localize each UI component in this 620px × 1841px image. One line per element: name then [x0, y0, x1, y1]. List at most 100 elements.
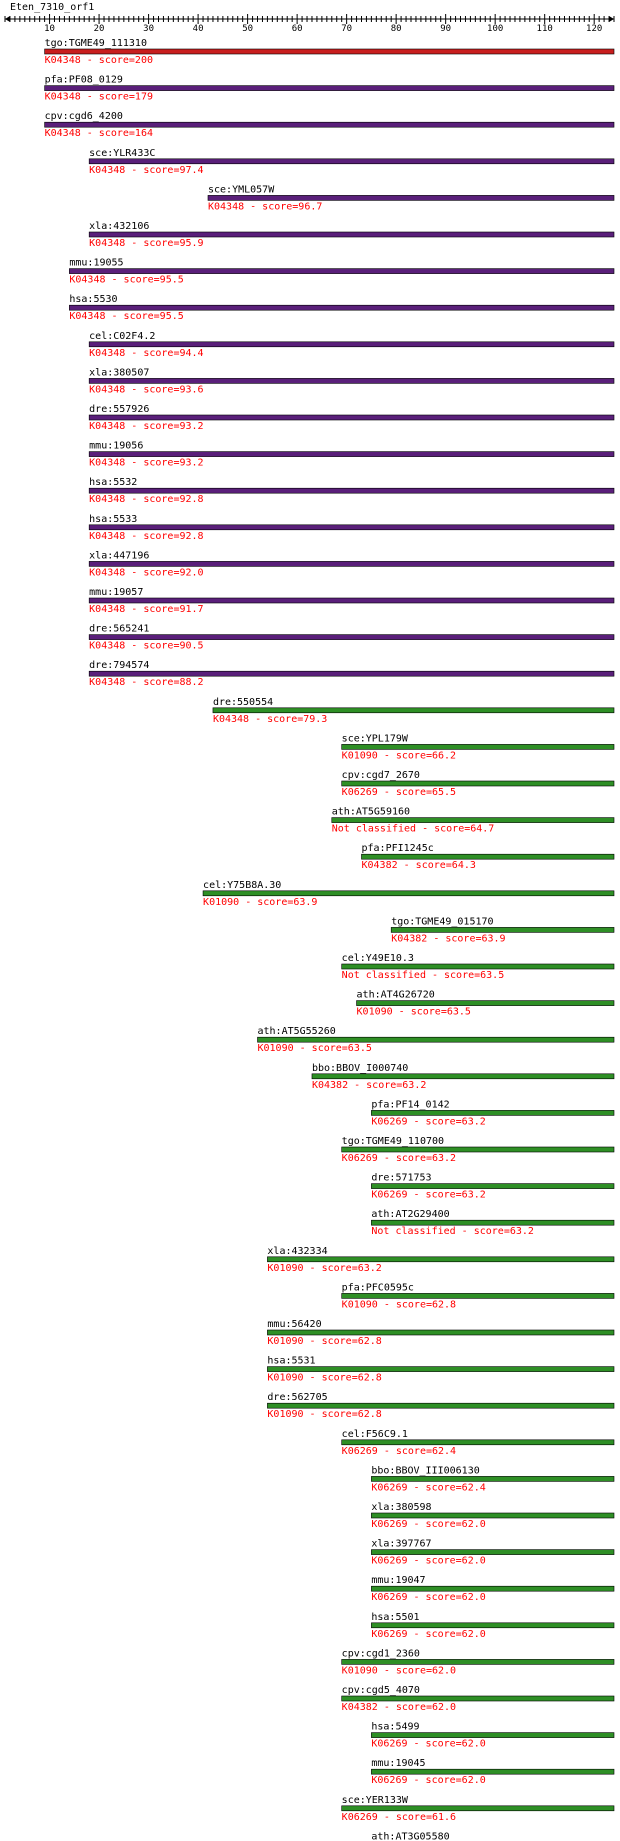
hit-name: xla:432334: [267, 1246, 327, 1257]
hit-name: dre:562705: [267, 1392, 327, 1403]
hit-name: pfa:PF14_0142: [371, 1099, 449, 1110]
hit-bar: [267, 1366, 615, 1372]
hit-annotation: K04348 - score=94.4: [89, 348, 203, 359]
hit-annotation: K01090 - score=63.2: [267, 1263, 381, 1274]
axis-tick-label: 110: [537, 24, 553, 34]
hit-annotation: K04382 - score=64.3: [361, 860, 475, 871]
axis-tick-label: 100: [487, 24, 503, 34]
hit-name: mmu:19056: [89, 441, 143, 452]
hit-bar: [371, 1512, 615, 1519]
hit-bar: [88, 670, 615, 677]
hit-bar: [88, 487, 615, 494]
hit-name: cpv:cgd6_4200: [45, 111, 123, 122]
hit-annotation: K01090 - score=66.2: [342, 750, 456, 761]
hit-annotation: K06269 - score=65.5: [342, 787, 456, 798]
hit-bar: [341, 1293, 615, 1299]
hit-bar: [257, 1036, 615, 1043]
hit-annotation: K06269 - score=62.4: [371, 1482, 485, 1493]
hit-bar: [88, 158, 615, 165]
hit-name: cel:F56C9.1: [342, 1429, 408, 1440]
hit-annotation: K01090 - score=62.8: [267, 1373, 381, 1384]
hit-name: xla:397767: [371, 1539, 431, 1550]
axis-tick-label: 20: [94, 24, 105, 34]
hit-bar: [202, 890, 615, 897]
hit-name: hsa:5501: [371, 1612, 419, 1623]
hit-bar: [267, 1402, 615, 1409]
hit-annotation: K04348 - score=79.3: [213, 714, 327, 725]
hit-name: tgo:TGME49_015170: [391, 916, 493, 927]
hit-name: mmu:19045: [371, 1758, 425, 1769]
hit-annotation: K04348 - score=164: [45, 128, 153, 139]
hit-annotation: K06269 - score=62.0: [371, 1519, 485, 1530]
hit-bar: [341, 1659, 615, 1665]
axis-tick-label: 60: [292, 24, 303, 34]
hit-bar: [371, 1585, 615, 1592]
query-title: Eten_7310_orf1: [10, 2, 94, 13]
hit-name: pfa:PF08_0129: [45, 75, 123, 86]
hit-annotation: K04348 - score=92.8: [89, 531, 203, 542]
hit-bar: [341, 780, 615, 787]
hit-bar: [88, 451, 615, 457]
hit-bar: [207, 195, 615, 201]
hit-bar: [361, 853, 615, 860]
axis-tick-label: 50: [242, 24, 253, 34]
hit-bar: [371, 1476, 615, 1482]
hit-annotation: K04348 - score=91.7: [89, 604, 203, 615]
hit-bar: [44, 48, 615, 55]
hit-annotation: K04348 - score=95.5: [69, 311, 183, 322]
hit-bar: [341, 1439, 615, 1446]
hit-annotation: K04348 - score=96.7: [208, 201, 322, 212]
hit-bar: [311, 1073, 615, 1080]
hit-name: hsa:5530: [69, 294, 117, 305]
hit-annotation: K04348 - score=179: [45, 92, 153, 103]
hit-name: ath:AT3G05580: [371, 1831, 449, 1841]
hit-annotation: K04348 - score=97.4: [89, 165, 203, 176]
hit-name: bbo:BBOV_I000740: [312, 1063, 408, 1074]
hit-name: cpv:cgd5_4070: [342, 1685, 420, 1696]
hit-name: hsa:5531: [267, 1356, 315, 1367]
hit-bar: [69, 268, 615, 274]
hit-annotation: K04348 - score=88.2: [89, 677, 203, 688]
hit-bar: [371, 1768, 615, 1775]
hit-annotation: K06269 - score=63.2: [342, 1153, 456, 1164]
axis-tick-label: 30: [143, 24, 154, 34]
hit-annotation: K04348 - score=95.9: [89, 238, 203, 249]
hit-annotation: K01090 - score=62.8: [342, 1299, 456, 1310]
hit-bar: [331, 817, 615, 823]
hit-annotation: K04382 - score=62.0: [342, 1702, 456, 1713]
hit-name: dre:550554: [213, 697, 273, 708]
hit-bar: [341, 1146, 615, 1153]
hit-name: mmu:19047: [371, 1575, 425, 1586]
hit-name: dre:557926: [89, 404, 149, 415]
hit-annotation: K06269 - score=62.0: [371, 1775, 485, 1786]
axis-arrow-right-icon: [609, 16, 614, 22]
hit-bar: [341, 1695, 615, 1702]
hit-bar: [88, 634, 615, 640]
hit-name: mmu:19055: [69, 258, 123, 269]
hit-name: cel:C02F4.2: [89, 331, 155, 342]
hit-name: sce:YER133W: [342, 1795, 409, 1806]
hit-annotation: K04348 - score=92.8: [89, 494, 203, 505]
hit-name: pfa:PFI1245c: [361, 843, 433, 854]
hit-name: ath:AT2G29400: [371, 1209, 449, 1220]
